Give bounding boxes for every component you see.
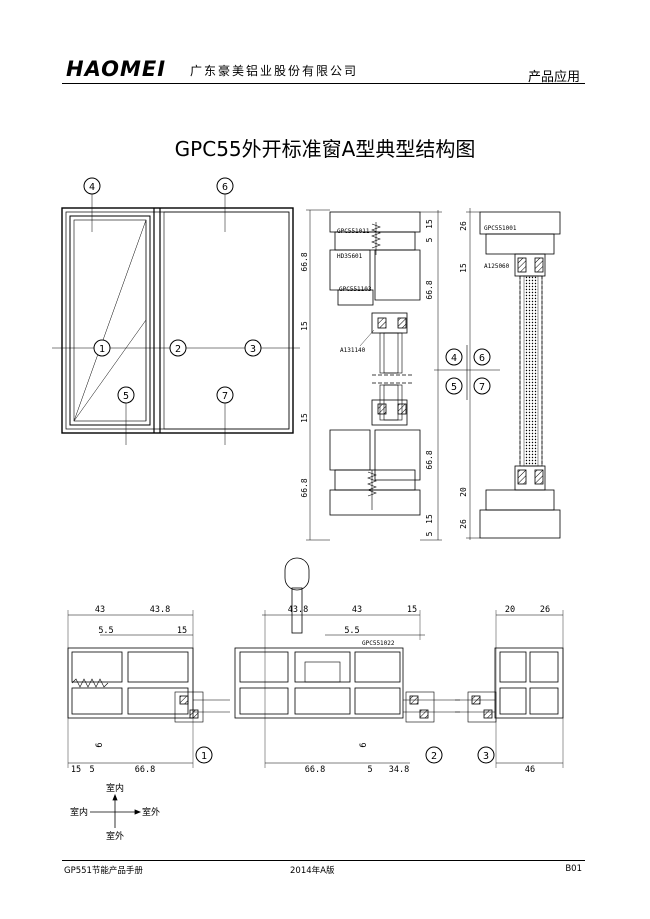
orientation-labels: 室内 室内 室外 室外 [70, 782, 160, 842]
svg-text:2: 2 [431, 751, 437, 762]
orientation-compass [90, 793, 142, 828]
vs-left-part-labels: GPC551011 HD35601 GPC551103 A131140 [337, 228, 375, 354]
svg-text:5: 5 [425, 237, 434, 242]
svg-text:66.8: 66.8 [305, 765, 325, 775]
marker-4: 4 [83, 177, 101, 195]
svg-text:5: 5 [367, 765, 372, 775]
svg-text:6: 6 [95, 742, 105, 747]
svg-text:43: 43 [95, 605, 105, 615]
svg-text:6: 6 [479, 353, 485, 364]
svg-text:A131140: A131140 [340, 347, 366, 354]
svg-text:2: 2 [175, 344, 181, 355]
svg-text:A125060: A125060 [484, 263, 510, 270]
svg-text:5.5: 5.5 [344, 626, 359, 636]
section-label: 产品应用 [527, 70, 580, 85]
marker-7: 7 [216, 386, 234, 404]
svg-text:5: 5 [89, 765, 94, 775]
window-elevation [52, 193, 300, 445]
hs2-marker: 2 [425, 746, 443, 764]
svg-text:GPC551011: GPC551011 [337, 228, 370, 235]
svg-text:HD35601: HD35601 [337, 253, 363, 260]
svg-text:15: 15 [71, 765, 81, 775]
hs3-marker: 3 [477, 746, 495, 764]
footer-page-code: B01 [565, 864, 582, 874]
svg-text:5: 5 [123, 391, 129, 402]
svg-text:26: 26 [459, 519, 468, 529]
svg-text:室内: 室内 [70, 806, 88, 818]
svg-text:66.8: 66.8 [300, 252, 309, 271]
svg-text:15: 15 [459, 263, 468, 273]
vertical-section-6-7 [466, 208, 561, 540]
marker-2: 2 [169, 339, 187, 357]
svg-text:1: 1 [201, 751, 207, 762]
svg-text:43.8: 43.8 [288, 605, 308, 615]
horizontal-section-3 [455, 610, 564, 768]
elevation-markers: 4 6 1 2 3 5 7 [83, 177, 262, 404]
svg-text:66.8: 66.8 [425, 280, 434, 299]
svg-text:GPC551001: GPC551001 [484, 225, 517, 232]
footer-manual: GP551节能产品手册 [64, 866, 143, 876]
svg-text:15: 15 [407, 605, 417, 615]
svg-text:34.8: 34.8 [389, 765, 409, 775]
svg-text:15: 15 [425, 219, 434, 229]
svg-text:66.8: 66.8 [425, 450, 434, 469]
vs-right-dimensions: 26 15 20 26 [459, 221, 468, 529]
svg-text:43: 43 [352, 605, 362, 615]
svg-text:26: 26 [540, 605, 550, 615]
svg-text:15: 15 [300, 321, 309, 331]
header-rule [62, 83, 585, 84]
svg-text:室外: 室外 [106, 830, 124, 842]
svg-text:5: 5 [425, 531, 434, 536]
svg-text:43.8: 43.8 [150, 605, 170, 615]
marker-1: 1 [93, 339, 111, 357]
svg-text:5.5: 5.5 [98, 626, 113, 636]
footer-rule [62, 860, 585, 861]
svg-text:1: 1 [99, 344, 105, 355]
horizontal-section-1 [67, 610, 230, 768]
vs-right-part-labels: GPC551001 A125060 [484, 225, 517, 270]
svg-text:20: 20 [505, 605, 515, 615]
hs1-dimensions: 43 43.8 5.5 15 15 5 66.8 6 [71, 605, 187, 775]
svg-text:15: 15 [300, 413, 309, 423]
svg-text:20: 20 [459, 487, 468, 497]
footer-edition: 2014年A版 [290, 866, 335, 876]
marker-5: 5 [117, 386, 135, 404]
svg-text:6: 6 [222, 182, 228, 193]
svg-text:7: 7 [479, 382, 485, 393]
svg-text:GPC551022: GPC551022 [362, 640, 395, 647]
vertical-section-4-5 [306, 209, 442, 541]
svg-text:室外: 室外 [142, 806, 160, 818]
marker-3: 3 [244, 339, 262, 357]
svg-text:6: 6 [359, 742, 369, 747]
svg-text:3: 3 [250, 344, 256, 355]
svg-text:15: 15 [425, 514, 434, 524]
svg-text:3: 3 [483, 751, 489, 762]
svg-text:GPC551103: GPC551103 [339, 286, 372, 293]
hs1-marker: 1 [195, 746, 213, 764]
svg-text:4: 4 [451, 353, 457, 364]
vs-left-dimensions: 15 5 66.8 66.8 15 15 66.8 66.8 15 5 [300, 219, 434, 536]
svg-text:26: 26 [459, 221, 468, 231]
section-legend-grid: 4 6 5 7 [434, 345, 500, 400]
svg-text:室内: 室内 [106, 782, 124, 794]
brand-logo: HAOMEI [66, 57, 167, 81]
horizontal-section-2 [234, 557, 460, 768]
hs2-part-label: GPC551022 [362, 640, 395, 647]
svg-text:66.8: 66.8 [300, 478, 309, 497]
marker-6: 6 [216, 177, 234, 195]
svg-text:66.8: 66.8 [135, 765, 155, 775]
page-title: GPC55外开标准窗A型典型结构图 [174, 137, 476, 161]
svg-text:46: 46 [525, 765, 535, 775]
hs2-dimensions: 43.8 43 15 5.5 66.8 5 34.8 6 [288, 605, 417, 775]
svg-text:5: 5 [451, 382, 457, 393]
svg-text:15: 15 [177, 626, 187, 636]
svg-text:4: 4 [89, 182, 95, 193]
hs3-dimensions: 20 26 46 [505, 605, 550, 775]
company-name: 广东豪美铝业股份有限公司 [190, 64, 359, 78]
svg-text:7: 7 [222, 391, 228, 402]
